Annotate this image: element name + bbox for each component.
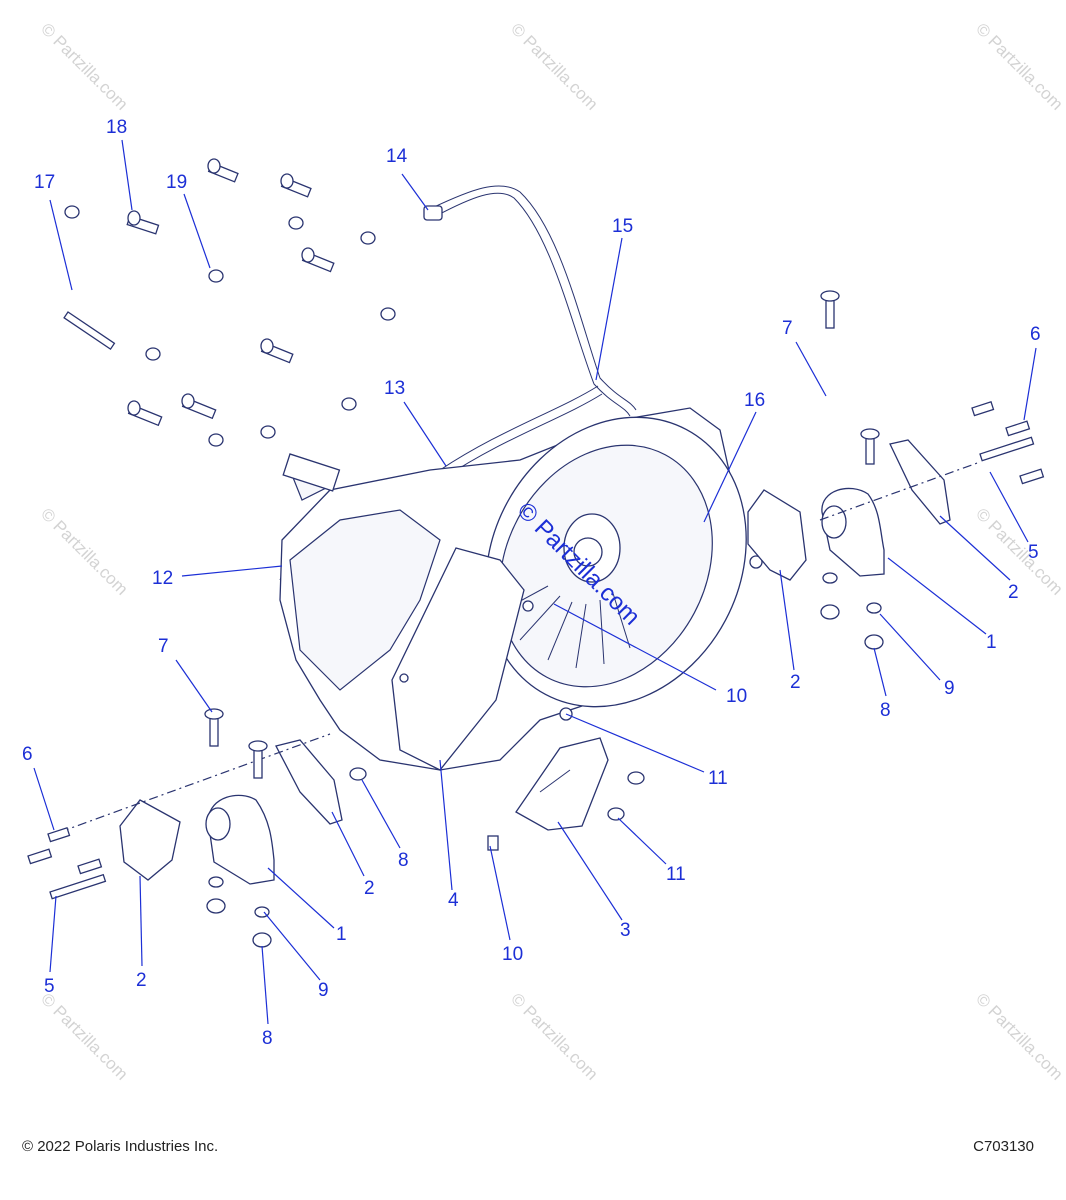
callout-13: 13 — [384, 378, 405, 399]
watermark-mid-right: © Partzilla.com — [972, 504, 1066, 598]
callout-2-left-mid: 2 — [364, 878, 375, 899]
callout-2-left-outer: 2 — [136, 970, 147, 991]
bolt-mid-2 — [260, 338, 294, 364]
callout-2-right-outer: 2 — [1008, 582, 1019, 603]
callout-1-left: 1 — [336, 924, 347, 945]
callout-14: 14 — [386, 146, 408, 167]
bracket-3 — [487, 737, 645, 851]
callout-9-right: 9 — [944, 678, 955, 699]
washer-b — [360, 231, 376, 245]
callout-1-right: 1 — [986, 632, 997, 653]
right-centerline — [819, 461, 981, 521]
washer-d — [145, 347, 161, 361]
callout-11-upper: 11 — [708, 768, 728, 789]
watermark-mid-left: © Partzilla.com — [37, 504, 131, 598]
left-studs — [204, 708, 268, 779]
callout-12: 12 — [152, 568, 173, 589]
callout-10-center: 10 — [726, 686, 747, 707]
callout-3: 3 — [620, 920, 631, 941]
washer-a — [288, 216, 304, 230]
bolt-17 — [63, 205, 116, 351]
callout-10-bottom: 10 — [502, 944, 523, 965]
copyright-text: © 2022 Polaris Industries Inc. — [22, 1138, 219, 1155]
callout-8-left-mid: 8 — [398, 850, 409, 871]
bolt-top-2 — [280, 173, 312, 198]
bolt-low-2 — [181, 393, 217, 420]
drawing-id: C703130 — [973, 1138, 1034, 1155]
callout-8-left-bottom: 8 — [262, 1028, 273, 1049]
callout-7-left: 7 — [158, 636, 169, 657]
callout-6-left: 6 — [22, 744, 33, 765]
callout-2-right-inner: 2 — [790, 672, 801, 693]
callout-labels: 18 17 19 14 15 13 16 7 6 12 5 2 1 9 2 10… — [22, 117, 1041, 1049]
left-small-bolts — [27, 827, 103, 875]
bolt-18 — [126, 210, 160, 235]
transmission-case — [279, 407, 763, 771]
bolt-mid-1 — [301, 247, 335, 273]
right-nuts — [820, 572, 884, 650]
watermark-bottom-right: © Partzilla.com — [972, 989, 1066, 1083]
left-mount-assembly — [27, 708, 367, 948]
callout-5-right: 5 — [1028, 542, 1039, 563]
bolt-low-1 — [127, 400, 163, 427]
watermark-top-center: © Partzilla.com — [507, 19, 601, 113]
callout-7-right: 7 — [782, 318, 793, 339]
callout-9-left: 9 — [318, 980, 329, 1001]
bolt-top-1 — [207, 158, 239, 183]
washer-f — [208, 433, 224, 447]
watermark-top-right: © Partzilla.com — [972, 19, 1066, 113]
callout-16: 16 — [744, 390, 765, 411]
loose-hardware — [63, 158, 396, 447]
right-small-bolts — [971, 401, 1045, 485]
washer-c — [380, 307, 396, 321]
callout-5-left: 5 — [44, 976, 55, 997]
callout-11-lower: 11 — [666, 864, 686, 885]
callout-4: 4 — [448, 890, 459, 911]
watermark-top-left: © Partzilla.com — [37, 19, 131, 113]
right-studs — [820, 290, 880, 465]
washer-19 — [208, 269, 224, 283]
callout-18: 18 — [106, 117, 127, 138]
leader-lines — [33, 139, 1037, 1025]
watermark-bottom-center: © Partzilla.com — [507, 989, 601, 1083]
callout-6-right: 6 — [1030, 324, 1041, 345]
left-nuts — [206, 767, 367, 948]
washer-e — [341, 397, 357, 411]
callout-17: 17 — [34, 172, 55, 193]
right-mount-assembly — [747, 290, 1045, 650]
washer-g — [260, 425, 276, 439]
watermark-bottom-left: © Partzilla.com — [37, 989, 131, 1083]
callout-8-right: 8 — [880, 700, 891, 721]
callout-19: 19 — [166, 172, 187, 193]
callout-15: 15 — [612, 216, 633, 237]
